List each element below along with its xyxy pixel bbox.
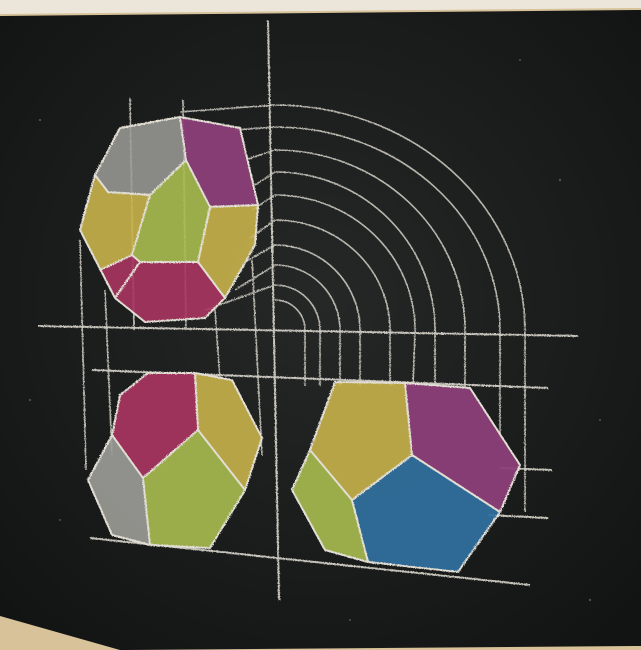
chalk-dust [28, 59, 601, 621]
right-dodecahedron [290, 380, 522, 574]
left-dodecahedron [86, 372, 264, 550]
top-dodecahedron [78, 115, 260, 324]
